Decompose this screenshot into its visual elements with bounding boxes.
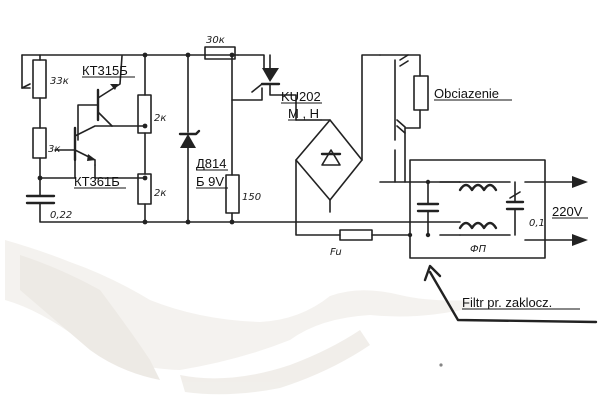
- label-thyristor: KU202: [281, 89, 321, 104]
- pot-33k-body: [32, 59, 47, 99]
- label-transistor-top: КТ315Б: [82, 63, 128, 78]
- label-r-mid-top: 2к: [154, 113, 166, 124]
- control-circuit: [21, 46, 461, 225]
- label-r-150: 150: [242, 192, 261, 203]
- load-resistor-body: [413, 75, 429, 111]
- thyristor-ku202: [251, 54, 297, 121]
- label-load: Obciazenie: [434, 86, 499, 101]
- label-r-left: 3к: [48, 144, 60, 155]
- scan-smudges: [5, 240, 470, 395]
- emi-filter: [407, 159, 588, 259]
- label-r-pot: 33к: [50, 76, 69, 87]
- label-transistor-bottom: КТ361Б: [74, 174, 120, 189]
- label-zener: Д814: [196, 156, 227, 171]
- transistor-kt361: [54, 125, 113, 179]
- label-r-mid-bottom: 2к: [154, 188, 166, 199]
- label-fuse: Fu: [330, 247, 342, 258]
- transistor-kt315: [77, 55, 123, 141]
- fuse: [339, 229, 411, 241]
- bridge-rectifier: [295, 54, 381, 236]
- label-zener-sub: Б 9V: [196, 174, 224, 189]
- load-circuit: [379, 54, 461, 183]
- label-filter-cap: 0,1: [529, 218, 545, 229]
- resistor-150-body: [225, 174, 240, 214]
- label-thyristor-sub: M , H: [288, 106, 319, 121]
- label-mains: 220V: [552, 204, 583, 219]
- label-r-top: 30к: [206, 35, 225, 46]
- label-filter-name: ФП: [470, 244, 487, 255]
- label-cap-left: 0,22: [50, 210, 72, 221]
- resistor-3k-body: [32, 127, 47, 159]
- resistor-30k-body: [204, 46, 236, 60]
- label-filter-note: Filtr pr. zaklocz.: [462, 295, 552, 310]
- zener-d814: [178, 54, 201, 223]
- filter-annotation-arrow: [423, 264, 598, 324]
